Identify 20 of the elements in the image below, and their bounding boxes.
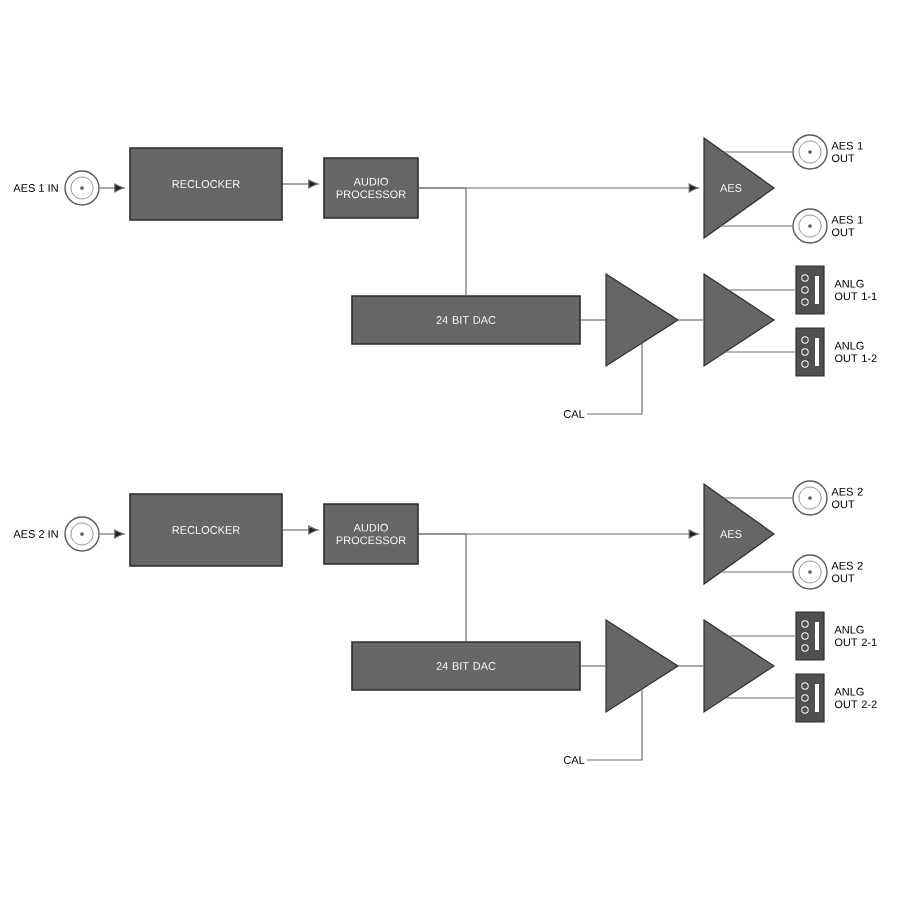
connector-line	[580, 319, 607, 321]
connector-line	[720, 225, 793, 227]
connector-line	[282, 525, 319, 535]
connector-line	[586, 688, 643, 761]
connector-line	[727, 289, 796, 291]
connector-line	[580, 665, 607, 667]
connector-line	[418, 533, 467, 642]
connector-line	[677, 665, 705, 667]
connector-line	[99, 183, 125, 193]
connector-line	[727, 635, 796, 637]
connector-line	[418, 187, 467, 296]
connector-line	[723, 497, 793, 499]
connector-line	[99, 529, 125, 539]
connector-line	[724, 351, 796, 353]
connector-line	[677, 319, 705, 321]
connector-line	[720, 571, 793, 573]
connector-line	[723, 151, 793, 153]
connector-line	[282, 179, 319, 189]
connector-line	[586, 342, 643, 415]
connector-line	[724, 697, 796, 699]
